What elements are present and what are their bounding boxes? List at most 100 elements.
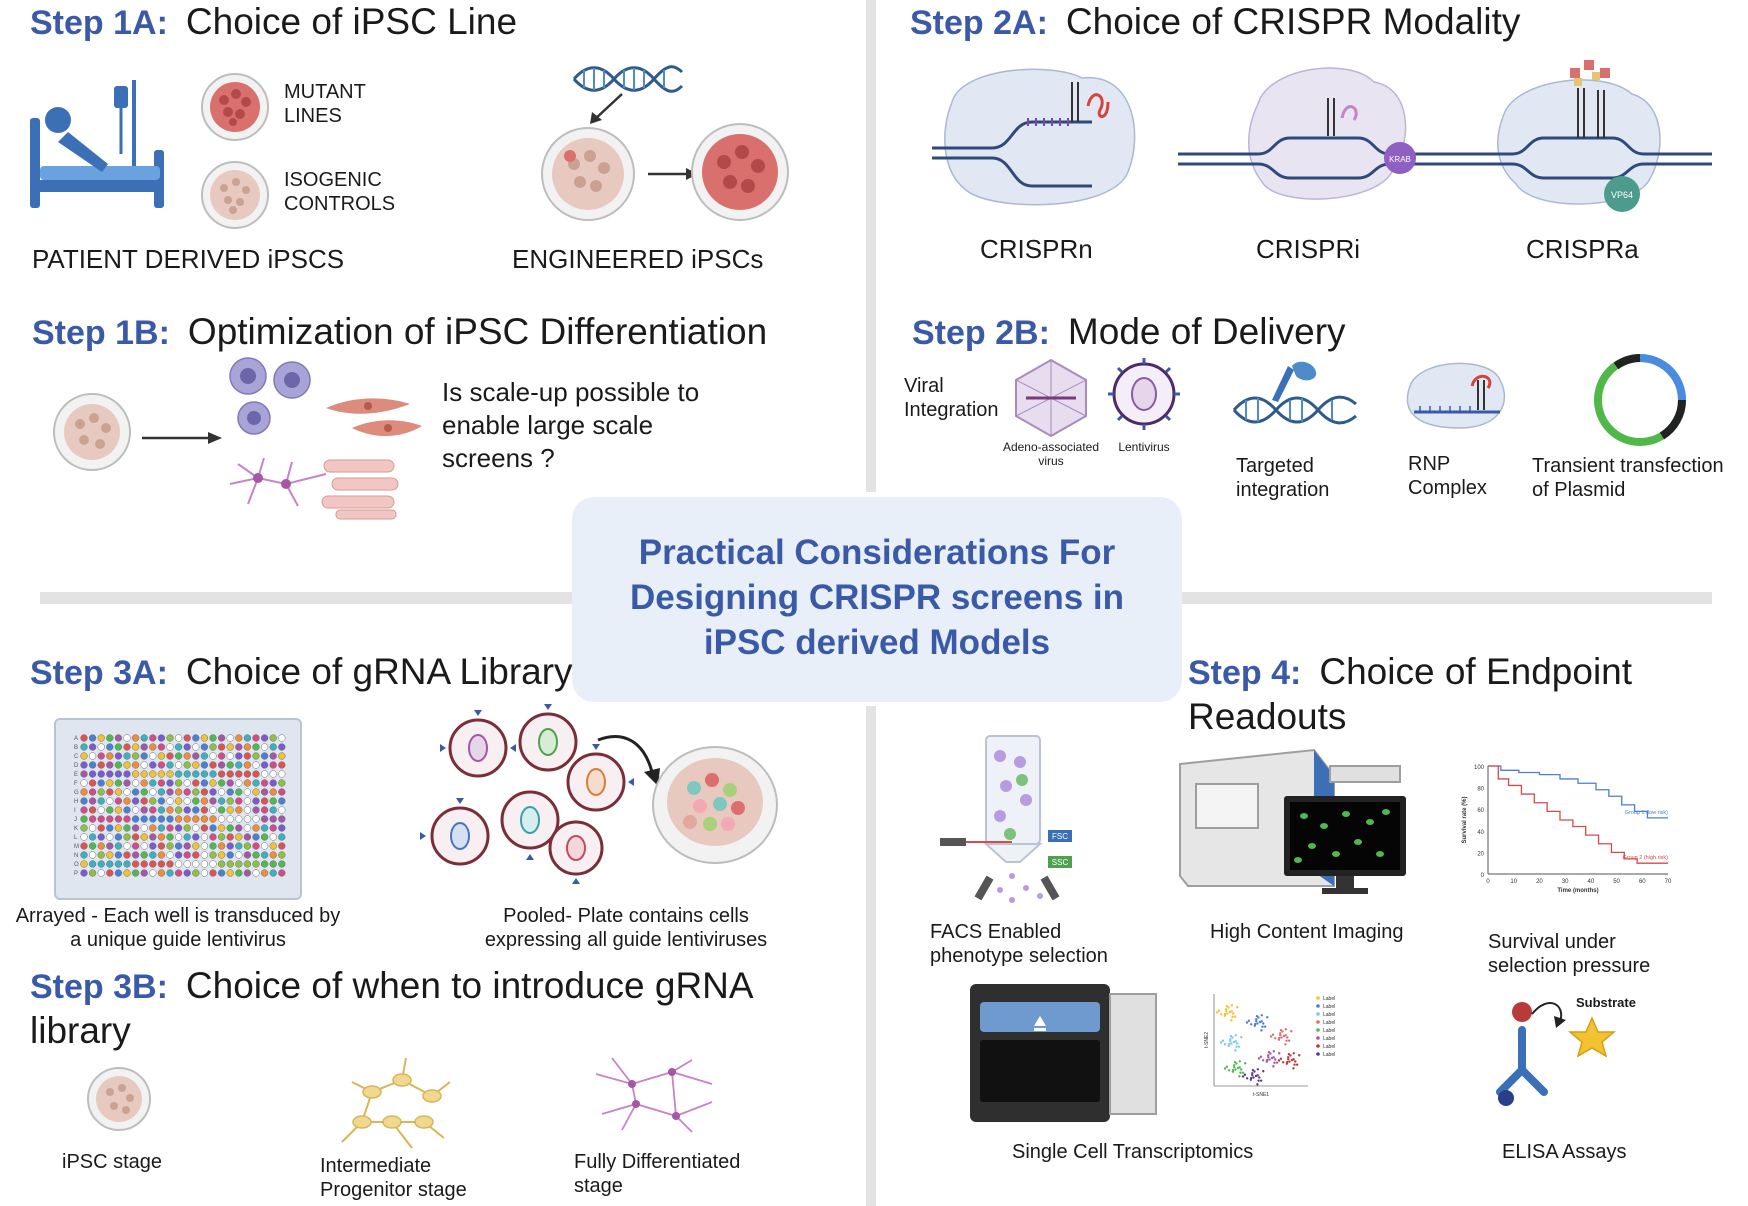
- plate-well: [209, 860, 217, 868]
- plate-well: [260, 770, 269, 778]
- plate-well: [209, 797, 217, 805]
- plate-well: [80, 860, 88, 868]
- plate-well: [131, 743, 140, 751]
- plate-well: [174, 851, 183, 859]
- lentivirus-icon: [1108, 358, 1180, 430]
- plate-well: [252, 797, 260, 805]
- tsne-point: [1256, 1074, 1259, 1077]
- plate-well: [174, 779, 183, 787]
- plate-well: [252, 770, 260, 778]
- plate-well: [140, 869, 148, 877]
- plate-well: [106, 833, 114, 841]
- tsne-point: [1236, 1006, 1239, 1009]
- plasmid-icon: [1594, 354, 1687, 446]
- plate-well: [166, 851, 174, 859]
- y-axis-label: Survival rate (%): [1462, 796, 1468, 843]
- plate-well: [166, 815, 174, 823]
- plate-well: [235, 779, 243, 787]
- dna-icon: [572, 65, 684, 93]
- plate-well: [243, 824, 252, 832]
- plate-well: [97, 842, 105, 850]
- plate-well: [97, 788, 105, 796]
- plate-well: [183, 815, 191, 823]
- plate-well: [174, 770, 183, 778]
- plate-well: [157, 770, 166, 778]
- aav-icon: [1015, 358, 1087, 438]
- plate-well: [166, 833, 174, 841]
- plate-well: [80, 788, 88, 796]
- plate-well: [209, 734, 217, 742]
- plate-well: [278, 761, 286, 769]
- plate-well: [88, 779, 97, 787]
- tsne-point: [1271, 1033, 1275, 1036]
- ipsc-stage-label: iPSC stage: [62, 1151, 163, 1173]
- plate-well: [200, 824, 209, 832]
- tsne-point: [1231, 1015, 1234, 1018]
- plate-well: [114, 734, 123, 742]
- tsne-point: [1251, 1072, 1254, 1075]
- plate-well: [192, 842, 200, 850]
- plate-well: [80, 815, 88, 823]
- plate-well: [200, 734, 209, 742]
- plate-well: [269, 734, 277, 742]
- plate-well: [131, 833, 140, 841]
- plate-well: [269, 761, 277, 769]
- plate-well: [114, 788, 123, 796]
- plate-well: [200, 743, 209, 751]
- plate-well: [243, 743, 252, 751]
- plate-well: [209, 761, 217, 769]
- transient-transfection-label: Transient transfection of Plasmid: [1532, 455, 1724, 501]
- plate-well: [166, 788, 174, 796]
- tsne-point: [1273, 1061, 1276, 1064]
- plate-well: [200, 788, 209, 796]
- plate-well: [209, 842, 217, 850]
- plate-well: [97, 815, 105, 823]
- plate-well: [149, 743, 157, 751]
- tsne-point: [1229, 1040, 1232, 1043]
- plate-row-label: F: [74, 781, 78, 787]
- plate-well: [278, 851, 286, 859]
- single-cell-label: Single Cell Transcriptomics: [1012, 1141, 1254, 1163]
- plate-well: [278, 860, 286, 868]
- plate-well: [140, 833, 148, 841]
- tsne-point: [1284, 1043, 1287, 1046]
- tsne-point: [1260, 1029, 1263, 1032]
- tsne-point: [1256, 1022, 1259, 1025]
- plate-well: [183, 797, 191, 805]
- tsne-point: [1234, 1049, 1237, 1052]
- plate-well: [114, 824, 123, 832]
- plate-well: [140, 851, 148, 859]
- plate-well: [260, 860, 269, 868]
- tsne-point: [1262, 1070, 1265, 1073]
- plate-well: [235, 869, 243, 877]
- plate-well: [252, 743, 260, 751]
- plate-well: [80, 761, 88, 769]
- plate-well: [114, 851, 123, 859]
- plate-well: [192, 815, 200, 823]
- plate-well: [174, 860, 183, 868]
- plate-well: [252, 779, 260, 787]
- tsne-point: [1233, 1066, 1236, 1069]
- ssc-label: SSC: [1051, 858, 1069, 867]
- plate-well: [149, 761, 157, 769]
- tsne-point: [1239, 1071, 1242, 1074]
- plate-well: [192, 806, 200, 814]
- plate-well: [252, 806, 260, 814]
- plate-well: [97, 806, 105, 814]
- progenitor-cells-icon: [341, 1057, 451, 1149]
- curved-arrow-icon: [597, 735, 660, 786]
- plate-well: [80, 869, 88, 877]
- plate-row-label: E: [74, 772, 78, 778]
- tsne-legend-label: Label: [1323, 1012, 1335, 1018]
- plate-well: [88, 752, 97, 760]
- plate-well: [243, 833, 252, 841]
- patient-bed-icon: [30, 80, 164, 208]
- tsne-point: [1257, 1016, 1260, 1019]
- plate-well: [235, 761, 243, 769]
- plate-well: [88, 833, 97, 841]
- tsne-point: [1229, 1034, 1233, 1038]
- scale-up-question: Is scale-up possible to enable large sca…: [442, 377, 700, 473]
- plate-well: [114, 833, 123, 841]
- plate-well: [88, 806, 97, 814]
- plate-well: [174, 788, 183, 796]
